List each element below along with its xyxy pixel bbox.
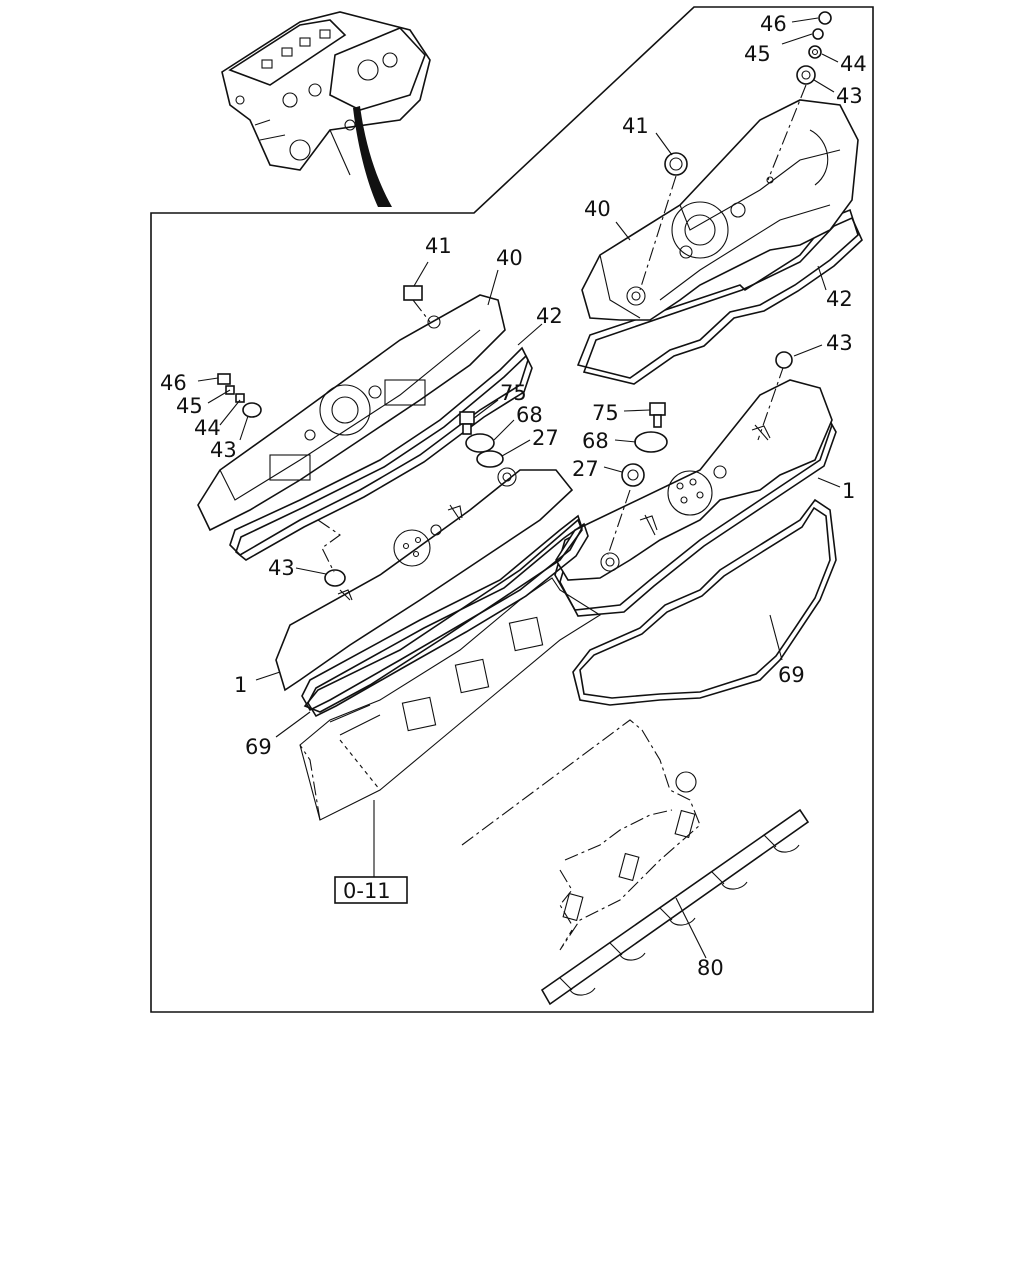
label-right-75: 75 [592, 401, 619, 425]
label-left-42: 42 [536, 304, 563, 328]
left-rocker-cover [197, 294, 533, 561]
right-rocker-cover [576, 99, 863, 385]
diagram-frame [150, 6, 874, 1013]
label-right-40: 40 [584, 197, 611, 221]
left-head-cover [275, 467, 589, 718]
left-gasket-69 [303, 518, 583, 713]
right-seal-27 [621, 463, 645, 487]
label-left-43: 43 [210, 438, 237, 462]
left-washer-68 [465, 433, 495, 453]
label-right-43b: 43 [826, 331, 853, 355]
cylinder-head-outline [299, 577, 602, 821]
label-right-68: 68 [582, 429, 609, 453]
right-bolt-75 [649, 402, 666, 428]
right-top-fasteners [664, 11, 832, 176]
label-left-46: 46 [160, 371, 187, 395]
label-left-1: 1 [234, 673, 247, 697]
label-bottom-80: 80 [697, 956, 724, 980]
label-left-44: 44 [194, 416, 221, 440]
label-left-69: 69 [245, 735, 272, 759]
label-left-68: 68 [516, 403, 543, 427]
left-bolt-75 [459, 411, 475, 435]
label-right-1: 1 [842, 479, 855, 503]
label-top-45: 45 [744, 42, 771, 66]
label-right-69: 69 [778, 663, 805, 687]
reference-box [334, 876, 408, 904]
label-left-75: 75 [500, 381, 527, 405]
intake-gasket-80 [540, 808, 810, 1006]
label-left-43b: 43 [268, 556, 295, 580]
label-top-43: 43 [836, 84, 863, 108]
engine-thumbnail [221, 11, 431, 176]
label-top-46: 46 [760, 12, 787, 36]
right-grommet-43 [775, 351, 793, 369]
label-left-27: 27 [532, 426, 559, 450]
label-left-41: 41 [425, 234, 452, 258]
label-ref-box: 0-11 [343, 879, 391, 903]
callout-labels: 46 45 44 43 41 40 42 43 75 68 27 1 69 41… [160, 12, 867, 980]
left-seal-27 [476, 450, 504, 468]
intake-outline [461, 719, 701, 951]
left-top-fasteners [217, 285, 423, 418]
label-right-27: 27 [572, 457, 599, 481]
right-washer-68 [634, 431, 668, 453]
right-gasket-69 [572, 498, 837, 706]
label-right-41: 41 [622, 114, 649, 138]
left-grommet-43 [324, 569, 346, 587]
pointer-swoosh [353, 106, 392, 207]
label-top-44: 44 [840, 52, 867, 76]
right-head-cover [554, 379, 837, 617]
label-right-42: 42 [826, 287, 853, 311]
leader-lines [197, 17, 841, 959]
label-left-40: 40 [496, 246, 523, 270]
label-left-45: 45 [176, 394, 203, 418]
